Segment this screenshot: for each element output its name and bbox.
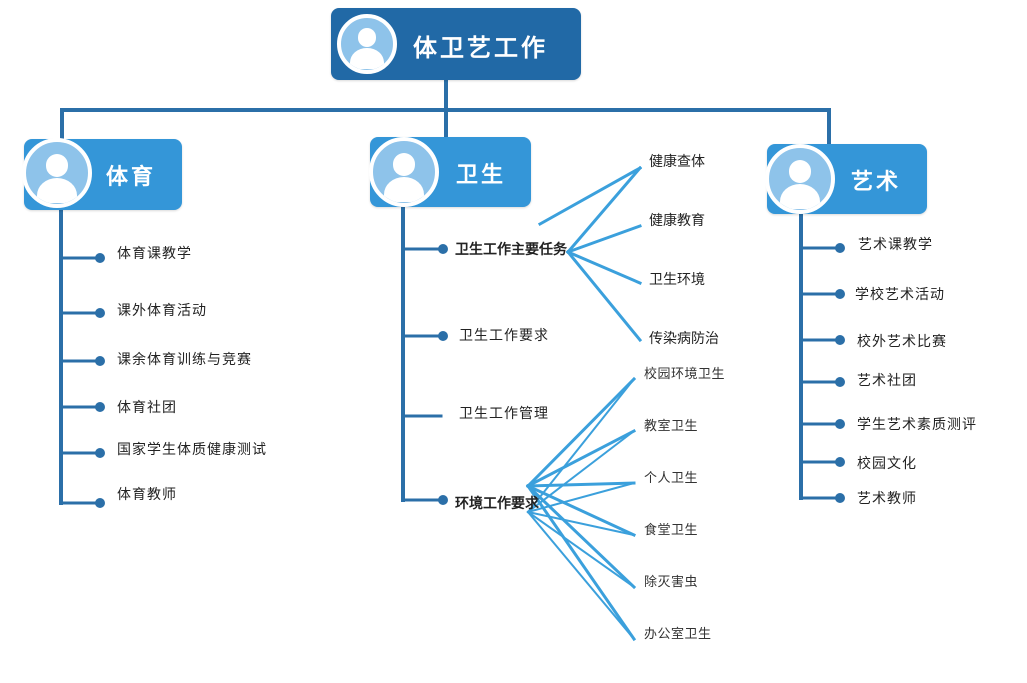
bullet-dot (438, 331, 448, 341)
yishu-item: 校外艺术比赛 (857, 334, 947, 350)
bullet-dot (835, 493, 845, 503)
env-subitem: 办公室卫生 (644, 627, 712, 642)
env-subitem: 食堂卫生 (644, 523, 699, 538)
yishu-item: 校园文化 (857, 456, 917, 472)
fan-line (526, 429, 636, 514)
tiyu-item: 国家学生体质健康测试 (117, 442, 267, 458)
root-title: 体卫艺工作 (413, 34, 548, 62)
fan-line (526, 510, 636, 641)
task-subitem: 传染病防治 (649, 331, 719, 347)
fan-line (526, 510, 636, 537)
yishu-item: 艺术教师 (857, 491, 917, 507)
bullet-dot (95, 308, 105, 318)
fan-line (566, 224, 642, 254)
tiyu-item: 课余体育训练与竞赛 (117, 352, 252, 368)
fan-line (525, 483, 637, 642)
yishu-item: 艺术社团 (857, 373, 917, 389)
bullet-dot (835, 457, 845, 467)
weisheng-item: 卫生工作管理 (459, 406, 549, 422)
fan-line (566, 250, 642, 285)
bullet-dot (835, 419, 845, 429)
bullet-dot (835, 243, 845, 253)
branch-title: 卫生 (456, 163, 507, 188)
fan-line (565, 165, 643, 255)
tiyu-item: 体育社团 (117, 400, 177, 416)
task-subitem: 卫生环境 (649, 272, 705, 288)
bullet-dot (95, 448, 105, 458)
fan-line (526, 481, 636, 488)
user-avatar-icon (369, 137, 439, 207)
weisheng-item: 卫生工作主要任务 (455, 242, 567, 258)
bullet-dot (95, 498, 105, 508)
fan-line (565, 249, 643, 343)
fan-line (537, 165, 643, 227)
fan-line (525, 376, 637, 489)
branch-title: 艺术 (851, 170, 902, 195)
task-subitem: 健康教育 (649, 213, 705, 229)
weisheng-item: 卫生工作要求 (459, 328, 549, 344)
yishu-item: 艺术课教学 (858, 237, 933, 253)
fan-line (526, 484, 636, 537)
bullet-dot (438, 495, 448, 505)
bullet-dot (95, 356, 105, 366)
bullet-dot (835, 289, 845, 299)
branch-node-weisheng[interactable]: 卫生 (369, 137, 531, 207)
fan-line (526, 481, 636, 514)
yishu-item: 学校艺术活动 (855, 287, 945, 303)
bullet-dot (438, 244, 448, 254)
fan-line (525, 483, 637, 590)
branch-node-yishu[interactable]: 艺术 (765, 144, 927, 214)
bullet-dot (835, 377, 845, 387)
fan-line (525, 428, 637, 489)
user-avatar-icon (22, 138, 92, 208)
tiyu-item: 体育课教学 (117, 246, 192, 262)
branch-title: 体育 (106, 165, 157, 190)
bullet-dot (95, 402, 105, 412)
root-node[interactable]: 体卫艺工作 (331, 8, 581, 80)
tiyu-item: 体育教师 (117, 487, 177, 503)
env-subitem: 教室卫生 (644, 419, 699, 434)
fan-line (526, 510, 636, 589)
yishu-item: 学生艺术素质测评 (857, 417, 977, 433)
env-subitem: 除灭害虫 (644, 575, 699, 590)
bullet-dot (835, 335, 845, 345)
task-subitem: 健康查体 (649, 154, 705, 170)
fan-line (526, 377, 636, 514)
branch-node-tiyu[interactable]: 体育 (22, 138, 182, 210)
env-subitem: 个人卫生 (644, 471, 699, 486)
env-subitem: 校园环境卫生 (644, 367, 726, 382)
tiyu-item: 课外体育活动 (117, 303, 207, 319)
user-avatar-icon (765, 144, 835, 214)
bullet-dot (95, 253, 105, 263)
weisheng-item: 环境工作要求 (455, 496, 539, 512)
user-avatar-icon (337, 14, 397, 74)
